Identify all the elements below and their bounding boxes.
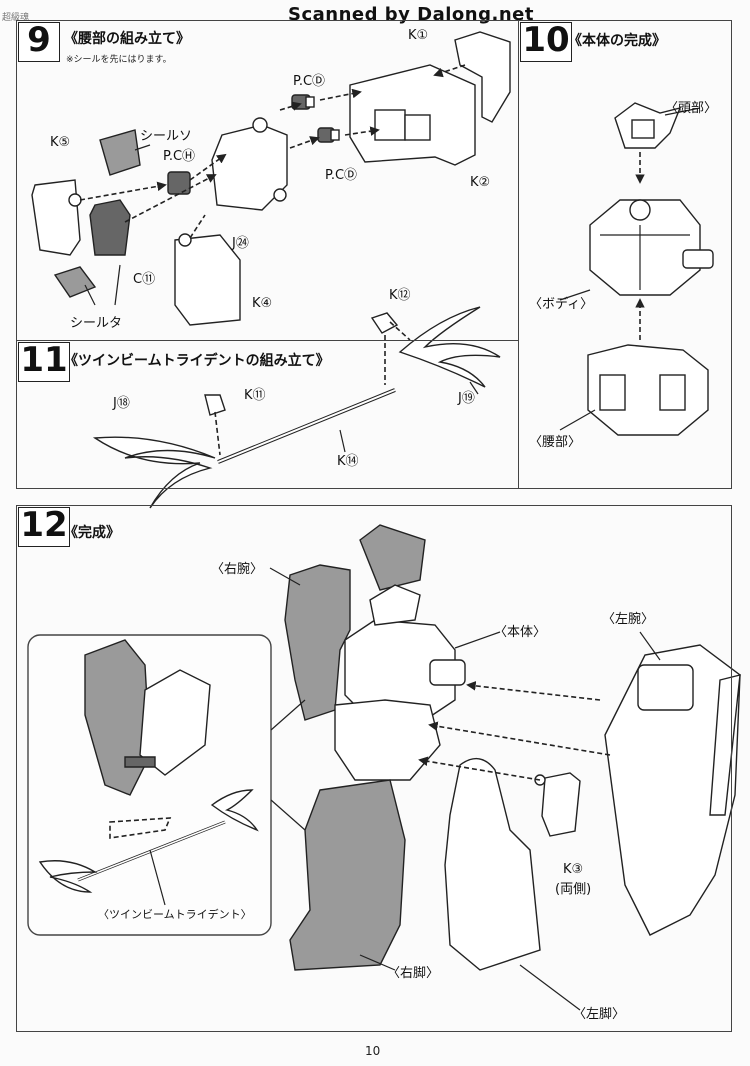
label-body: 〈ボディ〉 [529,297,594,312]
scanner-watermark: Scanned by Dalong.net [288,4,534,25]
right-leg-part [289,779,406,971]
page-number: 10 [365,1044,381,1058]
part-pc-d-lower [317,127,340,143]
step12-panel [16,505,732,1032]
label-c11: C⑪ [133,272,156,287]
step11-panel [16,340,519,489]
step9-title: 《腰部の組み立て》 [64,31,190,47]
label-k4: K④ [252,296,273,311]
step10-title: 《本体の完成》 [568,33,666,49]
label-k12: K⑫ [389,288,411,303]
step11-title: 《ツインビームトライデントの組み立て》 [64,353,330,369]
step10-number: 10 [520,22,572,62]
label-left-arm: 〈左腕〉 [602,612,655,627]
step11-number: 11 [18,342,70,382]
part-j18 [92,436,216,509]
wing-part [359,524,426,591]
label-right-arm: 〈右腕〉 [211,562,264,577]
robot-head [369,584,421,626]
step10-illustration [559,102,714,436]
label-pc-d-lower: P.CⒹ [325,168,358,183]
step11-illustration [92,306,501,509]
label-k5: K⑤ [50,135,71,150]
label-k14: K⑭ [337,454,359,469]
label-j24: J㉔ [232,236,249,251]
label-waist: 〈腰部〉 [529,435,582,450]
left-leg-part [444,757,541,971]
step12-number: 12 [18,507,70,547]
label-head: 〈頭部〉 [665,101,718,116]
part-k12 [370,312,399,334]
label-k1: K① [408,28,429,43]
corner-logo: 超級魂 [2,13,30,23]
part-c11 [89,199,131,256]
label-sticker-ta: シールタ [70,316,123,331]
sticker-ta [53,266,97,298]
step12-title: 《完成》 [64,525,120,541]
part-k4 [174,234,241,326]
label-both-sides: (両側) [555,882,592,897]
label-right-leg: 〈右脚〉 [387,966,440,981]
step9-illustration [31,31,511,326]
label-k11: K⑪ [244,388,266,403]
step12-illustration [27,524,741,1011]
left-arm-part [604,644,741,936]
part-j19 [398,306,501,388]
step9-number: 9 [18,22,60,62]
step9-note: ※シールを先にはります。 [66,55,172,65]
sticker-so [99,129,141,176]
label-k2: K② [470,175,491,190]
label-left-leg: 〈左脚〉 [573,1007,626,1022]
part-k11 [204,394,226,416]
label-main-body: 〈本体〉 [494,625,547,640]
right-arm-part [284,564,351,721]
part-k1 [454,31,511,123]
step10-panel [518,20,732,489]
label-trident: 〈ツインビームトライデント〉 [98,908,252,921]
label-pc-h: P.CⒽ [163,149,196,164]
part-k3 [541,772,581,837]
waist-part [587,344,709,436]
label-sticker-so: シールソ [140,129,193,144]
label-k3: K③ [563,862,584,877]
inset-right-arm [84,639,151,796]
part-k5 [31,179,81,256]
label-pc-d-upper: P.CⒹ [293,74,326,89]
label-j19: J⑲ [458,391,475,406]
label-j18: J⑱ [113,396,130,411]
step9-panel [16,20,519,341]
